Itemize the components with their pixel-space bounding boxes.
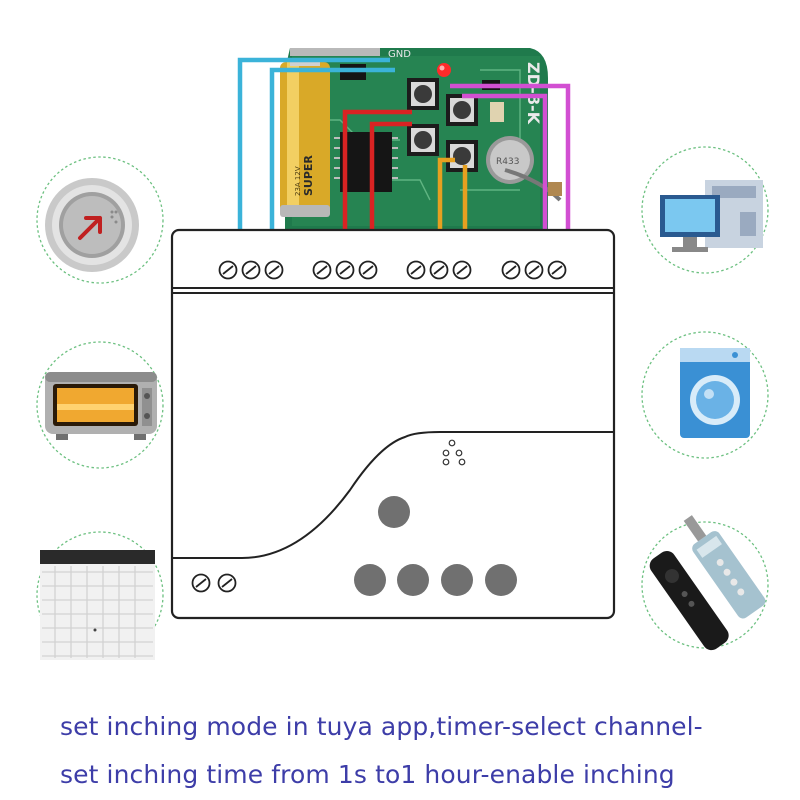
remote-controls-icon — [649, 515, 766, 651]
board-model-label: ZD-8-K — [524, 62, 543, 125]
status-led — [437, 63, 451, 77]
terminal-screw — [501, 260, 521, 280]
toaster-oven-icon — [45, 372, 157, 440]
panel-button — [485, 564, 517, 596]
battery-brand: SUPER — [302, 155, 315, 196]
oscillator-label: R433 — [496, 157, 519, 167]
crystal-oscillator: R433 — [486, 136, 534, 184]
panel-button — [441, 564, 473, 596]
terminal-screw — [335, 260, 355, 280]
terminal-screw — [312, 260, 332, 280]
terminal-screw — [264, 260, 284, 280]
terminal-screw — [218, 260, 238, 280]
terminal-screw — [358, 260, 378, 280]
wire-channel-1 — [269, 67, 395, 232]
panel-button — [378, 496, 410, 528]
terminal-screw — [547, 260, 567, 280]
ic-chip — [334, 132, 398, 192]
battery: SUPER 23A 12V — [280, 58, 330, 217]
terminal-screw — [217, 573, 237, 593]
terminal-screw — [429, 260, 449, 280]
tact-switch — [407, 78, 439, 110]
tact-switch — [407, 124, 439, 156]
tact-switch — [446, 140, 478, 172]
panel-button — [397, 564, 429, 596]
wiring — [237, 57, 571, 232]
terminal-screw — [241, 260, 261, 280]
battery-model: 23A 12V — [294, 166, 302, 196]
panel-button — [354, 564, 386, 596]
appliance-circle — [641, 521, 769, 649]
antenna-coil — [504, 168, 562, 202]
wire-channel-4 — [450, 83, 571, 232]
panel-buttons — [354, 496, 517, 596]
wire-channel-1 — [237, 57, 390, 232]
terminal-screw — [191, 573, 211, 593]
elevator-button-icon — [45, 178, 139, 272]
garage-door-icon — [40, 550, 155, 660]
relay-module-enclosure — [170, 228, 616, 620]
terminal-screw — [406, 260, 426, 280]
terminal-block — [218, 260, 567, 280]
speaker-grille — [442, 439, 466, 466]
terminal-screw — [452, 260, 472, 280]
terminal-screw — [524, 260, 544, 280]
instruction-line-1: set inching mode in tuya app,timer-selec… — [60, 712, 703, 741]
power-terminal — [191, 573, 237, 593]
wire-channel-2 — [369, 121, 412, 232]
washing-machine-icon — [680, 348, 750, 438]
rf-receiver-board: GND ZD-8-K — [280, 48, 562, 235]
wire-channel-4 — [462, 93, 548, 232]
instruction-line-2: set inching time from 1s to1 hour-enable… — [60, 760, 675, 789]
tact-switch — [446, 94, 478, 126]
wire-channel-2 — [342, 109, 412, 232]
wire-channel-3 — [437, 157, 455, 232]
gnd-label: GND — [388, 49, 411, 60]
desktop-computer-icon — [660, 180, 763, 252]
